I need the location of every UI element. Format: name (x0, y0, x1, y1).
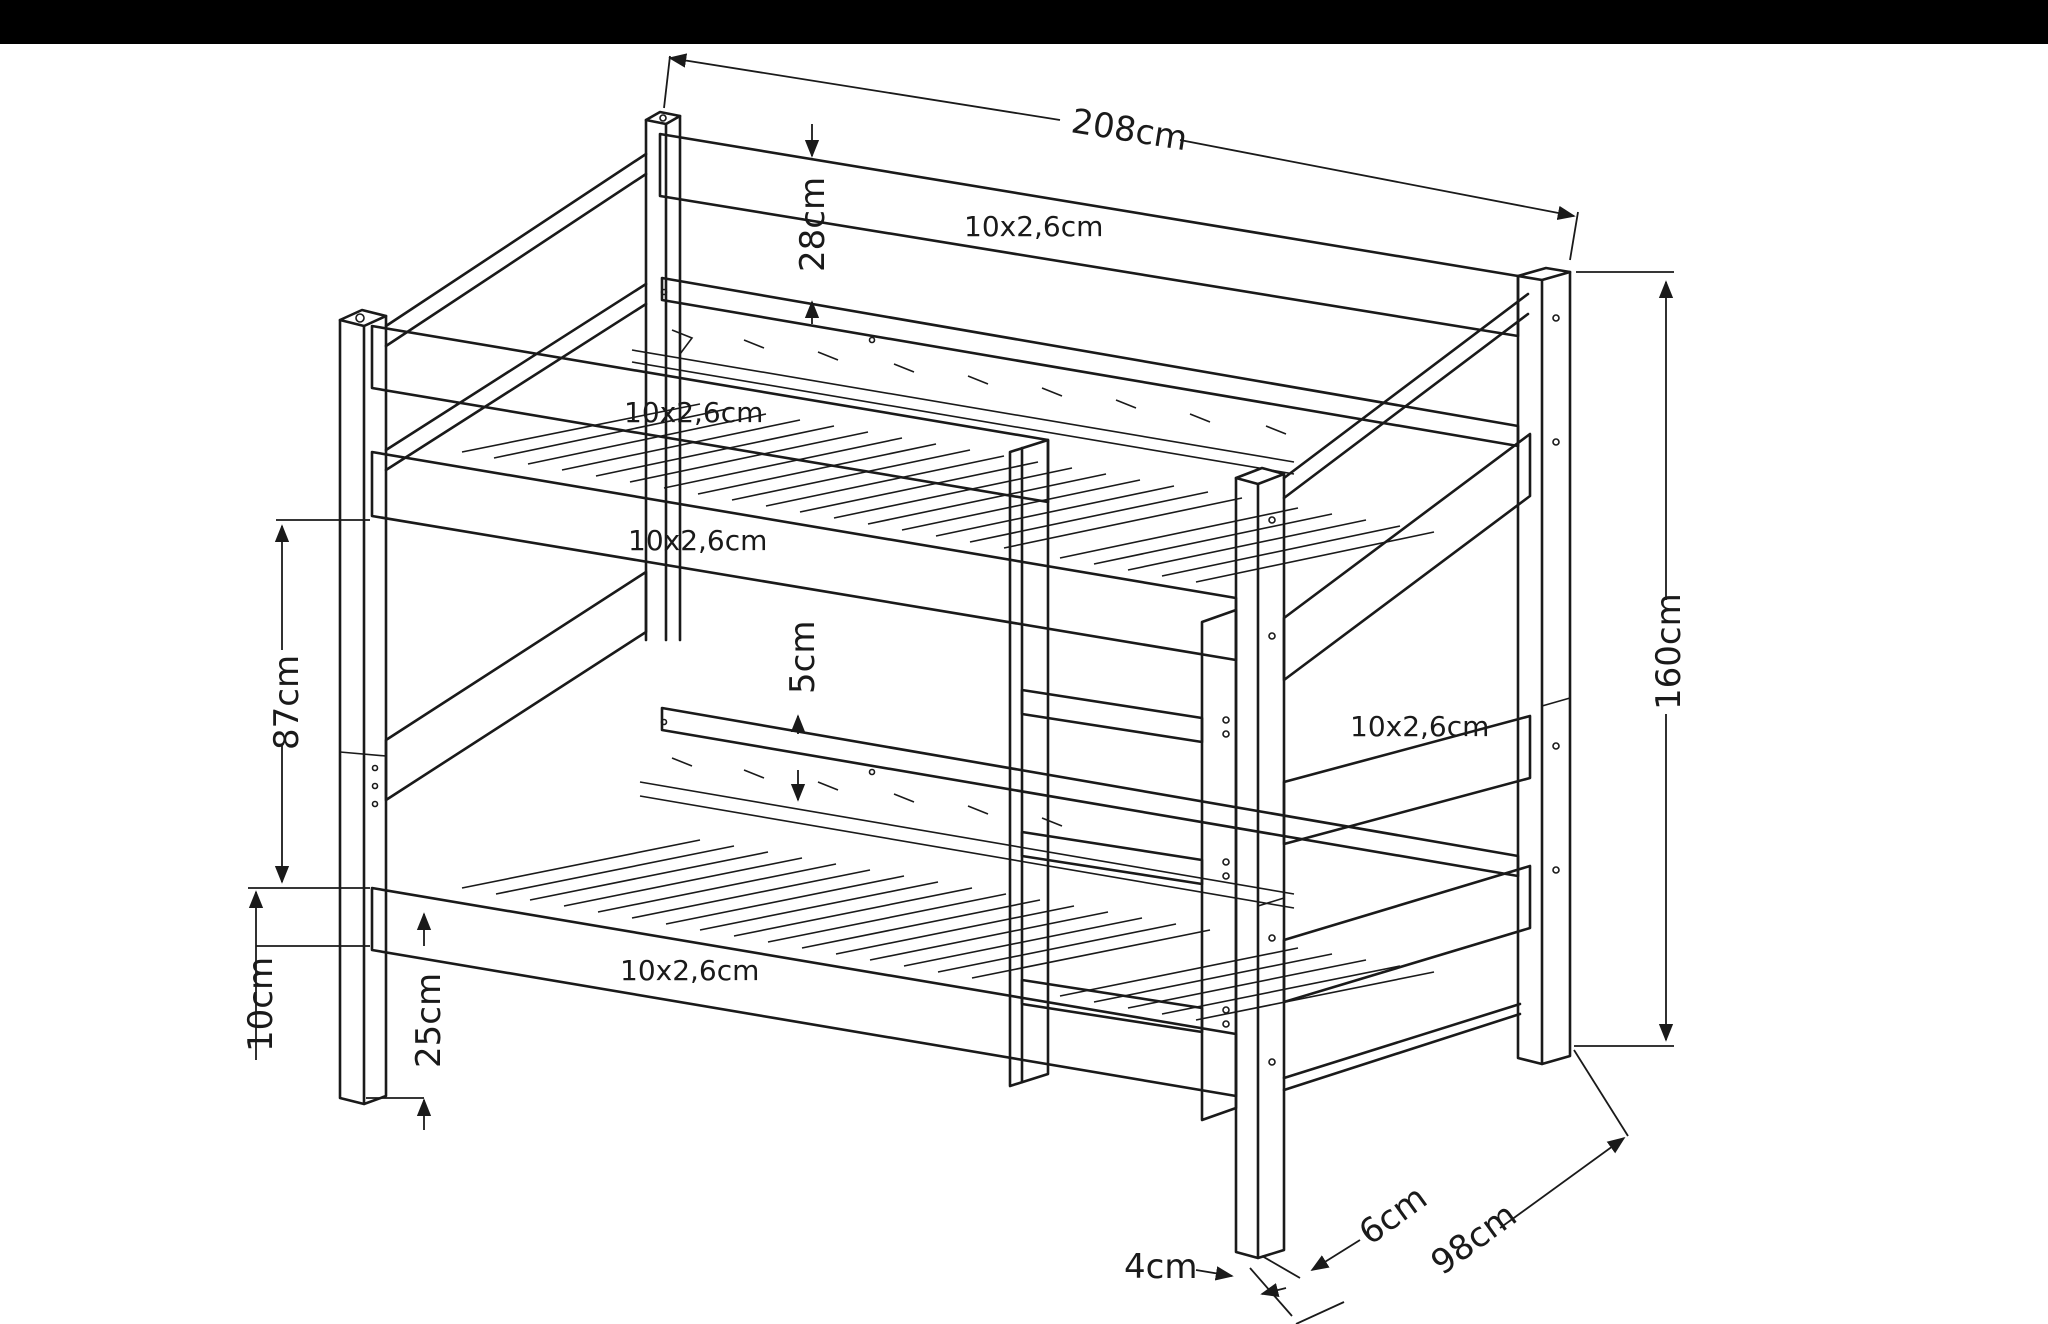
label-lower-rail: 10cm (241, 957, 281, 1052)
label-floor-clear: 25cm (409, 973, 449, 1068)
rail-top-right-end (1282, 292, 1530, 500)
label-slat-gap: 5cm (783, 621, 823, 694)
label-height: 160cm (1649, 593, 1689, 710)
rail-lower-left-end (384, 570, 648, 802)
slats-lower (461, 757, 1435, 1021)
label-length: 208cm (1069, 101, 1191, 159)
rail-upper-back (660, 276, 1520, 448)
post-front-right (1234, 466, 1286, 1260)
rail-lower-right-upper (1282, 714, 1532, 846)
post-front-left (338, 308, 388, 1106)
bed-frame (338, 110, 1572, 1260)
rail-upper-left-end (384, 282, 648, 472)
rail-lower-right-lower (1282, 864, 1532, 1004)
rail-top-left-end (384, 152, 648, 348)
rail-right-side (1282, 432, 1532, 682)
label-level-gap: 87cm (267, 655, 307, 750)
label-rail-bottom-front: 10x2,6cm (620, 954, 759, 987)
ladder (1008, 438, 1238, 1122)
label-rail-mid-front: 10x2,6cm (628, 524, 767, 557)
label-post: 6cm (1352, 1178, 1435, 1254)
label-rail-top-back: 10x2,6cm (964, 210, 1103, 243)
label-width: 98cm (1424, 1195, 1524, 1283)
slats-upper (461, 329, 1435, 583)
screw-holes (660, 288, 876, 776)
label-guard-height: 28cm (793, 177, 833, 272)
label-rail-right-side: 10x2,6cm (1350, 710, 1489, 743)
label-rail-top-front: 10x2,6cm (624, 396, 763, 429)
label-ladder: 4cm (1124, 1247, 1197, 1287)
post-back-right (1516, 266, 1572, 1066)
dimension-lines (248, 53, 1674, 1324)
rail-top-back (658, 132, 1520, 338)
top-black-bar (0, 0, 2048, 44)
